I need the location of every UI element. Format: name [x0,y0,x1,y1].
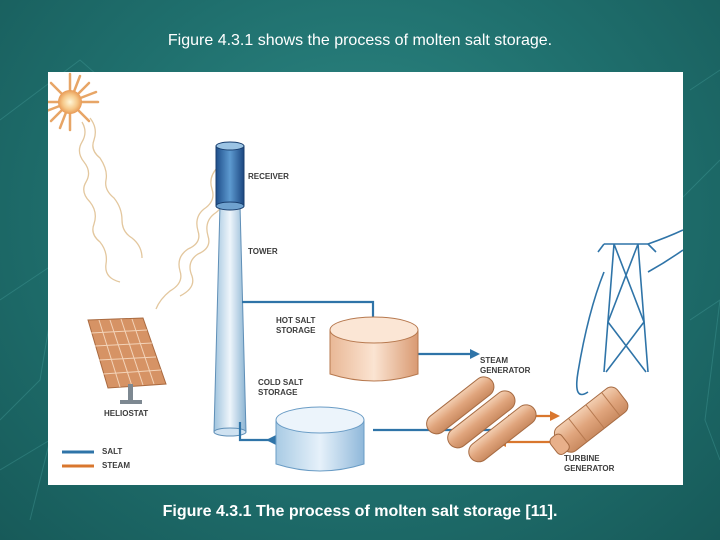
legend-salt-label: SALT [102,447,123,456]
tower-label: TOWER [248,247,278,256]
cold-salt-storage-label: COLD SALT STORAGE [258,378,304,397]
steam-generator-label: STEAM GENERATOR [480,356,531,375]
heliostat-icon [87,317,167,404]
turbine-generator-label: TURBINE GENERATOR [564,454,615,473]
steam-generator-icon [426,376,537,463]
sun-icon [48,72,100,132]
diagram-panel: RECEIVER TOWER HOT SALT STORAGE COLD SAL… [48,72,683,485]
receiver-label: RECEIVER [248,172,289,181]
cold-salt-tank-icon [275,406,365,472]
hot-salt-tank-icon [329,316,419,382]
sunlight-rays [78,117,227,310]
slide-title: Figure 4.3.1 shows the process of molten… [167,32,553,49]
legend-steam-label: STEAM [102,461,130,470]
power-pylon-icon [575,229,683,396]
heliostat-label: HELIOSTAT [104,409,149,418]
turbine-generator-icon [549,386,629,455]
molten-salt-diagram [48,72,683,472]
hot-salt-storage-label: HOT SALT STORAGE [276,316,316,335]
tower-icon [213,141,247,437]
figure-caption: Figure 4.3.1 The process of molten salt … [162,503,558,520]
